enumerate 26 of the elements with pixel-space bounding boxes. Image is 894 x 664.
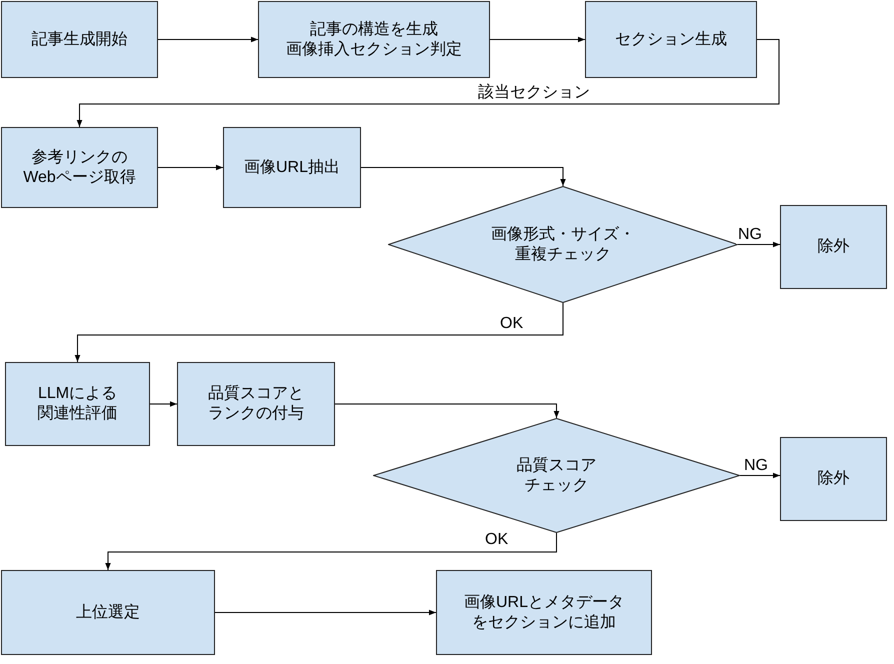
arrow <box>74 302 564 362</box>
process-box: 上位選定 <box>1 570 215 655</box>
arrow <box>360 167 566 186</box>
arrow <box>214 610 436 616</box>
process-box: 除外 <box>780 205 887 289</box>
arrow <box>158 36 258 42</box>
decision-diamond: 品質スコアチェック <box>373 418 740 533</box>
arrow <box>105 532 557 570</box>
process-box: 画像URLとメタデータをセクションに追加 <box>436 570 652 655</box>
process-box: 記事の構造を生成画像挿入セクション判定 <box>258 1 490 78</box>
arrow <box>158 164 224 170</box>
arrow <box>738 242 780 248</box>
arrow <box>150 401 178 407</box>
arrow <box>490 36 586 42</box>
arrow <box>740 472 780 478</box>
process-box: 品質スコアとランクの付与 <box>177 362 335 446</box>
process-box: LLMによる関連性評価 <box>5 362 150 446</box>
process-box: 画像URL抽出 <box>223 127 361 208</box>
edge-label: 該当セクション <box>476 84 592 102</box>
arrow <box>334 404 560 418</box>
process-box: 除外 <box>780 437 887 521</box>
arrow <box>76 39 780 128</box>
process-box: セクション生成 <box>585 1 757 78</box>
process-box: 記事生成開始 <box>1 1 158 78</box>
decision-diamond: 画像形式・サイズ・重複チェック <box>388 186 738 303</box>
process-box: 参考リンクのWebページ取得 <box>1 127 158 208</box>
